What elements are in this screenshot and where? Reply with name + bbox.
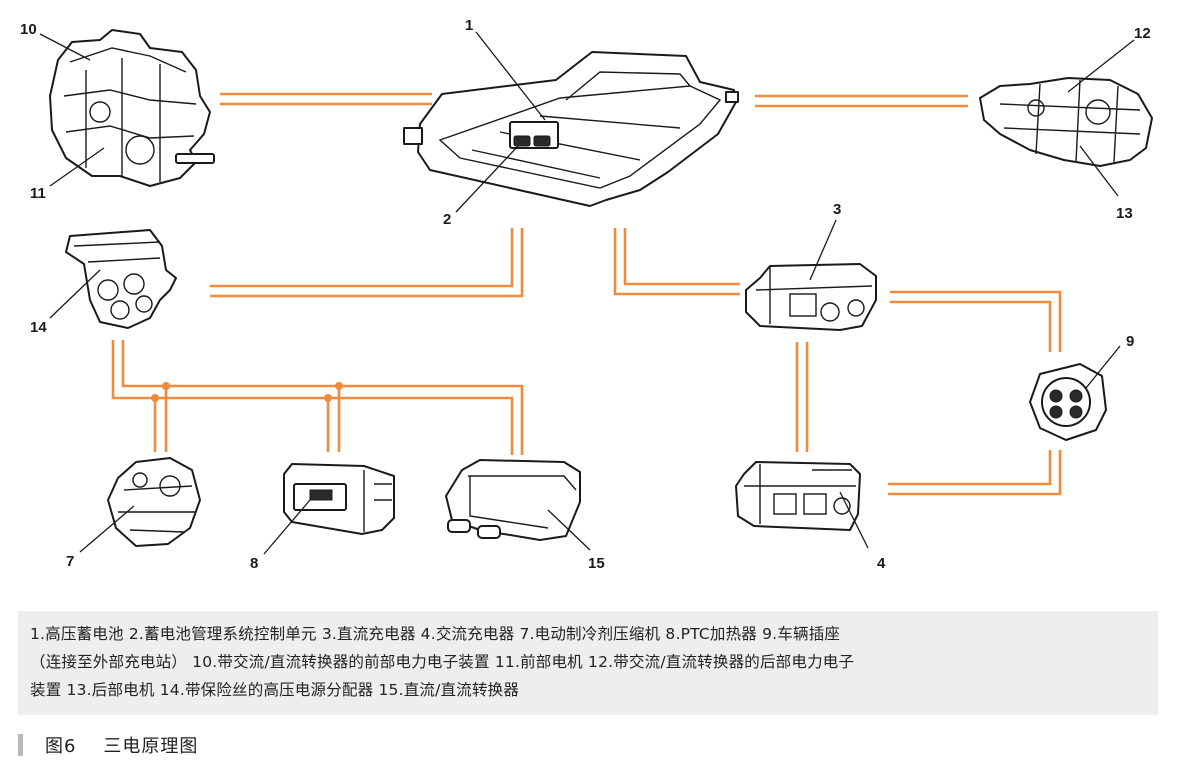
wire-battery-to-distributor (210, 228, 524, 298)
title-accent-bar (18, 734, 23, 756)
legend-caption: 1.高压蓄电池 2.蓄电池管理系统控制单元 3.直流充电器 4.交流充电器 7.… (18, 611, 1158, 715)
legend-line-3: 装置 13.后部电机 14.带保险丝的高压电源分配器 15.直流/直流转换器 (30, 681, 520, 699)
wire-socket-to-ac-charger (888, 450, 1062, 496)
dc-charger-illustration (745, 263, 877, 331)
junction-dot (335, 382, 343, 390)
vehicle-socket-illustration (1029, 363, 1107, 441)
wire-dc-charger-to-socket (890, 290, 1062, 352)
label-14: 14 (30, 319, 47, 336)
wire-dc-charger-to-ac-charger (795, 342, 809, 452)
label-4: 4 (877, 555, 886, 572)
hv-distributor-illustration (65, 229, 177, 329)
label-12: 12 (1134, 25, 1151, 42)
label-11: 11 (30, 185, 46, 202)
rear-motor-pe-illustration (979, 77, 1153, 167)
wire-battery-to-rear-pe (755, 94, 968, 108)
label-13: 13 (1116, 205, 1133, 222)
figure-title: 图6 三电原理图 (18, 730, 198, 760)
junction-dot (324, 394, 332, 402)
wire-bus-to-compressor (153, 386, 168, 452)
wire-battery-to-front-pe (220, 92, 432, 106)
wire-battery-to-dc-charger (613, 228, 740, 296)
wires (111, 92, 1062, 496)
hv-system-diagram: 1 2 3 4 7 8 9 10 11 12 13 14 15 (20, 17, 1153, 572)
legend-line-1: 1.高压蓄电池 2.蓄电池管理系统控制单元 3.直流充电器 4.交流充电器 7.… (30, 625, 841, 643)
junction-dot (162, 382, 170, 390)
wire-bus-to-heater (326, 386, 341, 452)
ac-charger-illustration (735, 461, 861, 531)
label-10: 10 (20, 21, 37, 38)
label-15: 15 (588, 555, 605, 572)
label-9: 9 (1126, 333, 1134, 350)
wire-distributor-to-bus (111, 340, 524, 455)
label-8: 8 (250, 555, 258, 572)
dcdc-converter-illustration (445, 459, 581, 541)
label-2: 2 (443, 211, 451, 228)
hv-battery-illustration (403, 51, 739, 207)
label-3: 3 (833, 201, 841, 218)
junction-dot (151, 394, 159, 402)
leader-lines (39, 31, 1135, 555)
figure-title-text: 图6 三电原理图 (45, 736, 199, 757)
legend-line-2: （连接至外部充电站） 10.带交流/直流转换器的前部电力电子装置 11.前部电机… (30, 653, 855, 671)
ptc-heater-illustration (283, 463, 395, 535)
label-1: 1 (465, 17, 473, 34)
front-motor-pe-illustration (49, 29, 215, 187)
label-7: 7 (66, 553, 74, 570)
compressor-illustration (107, 457, 201, 547)
